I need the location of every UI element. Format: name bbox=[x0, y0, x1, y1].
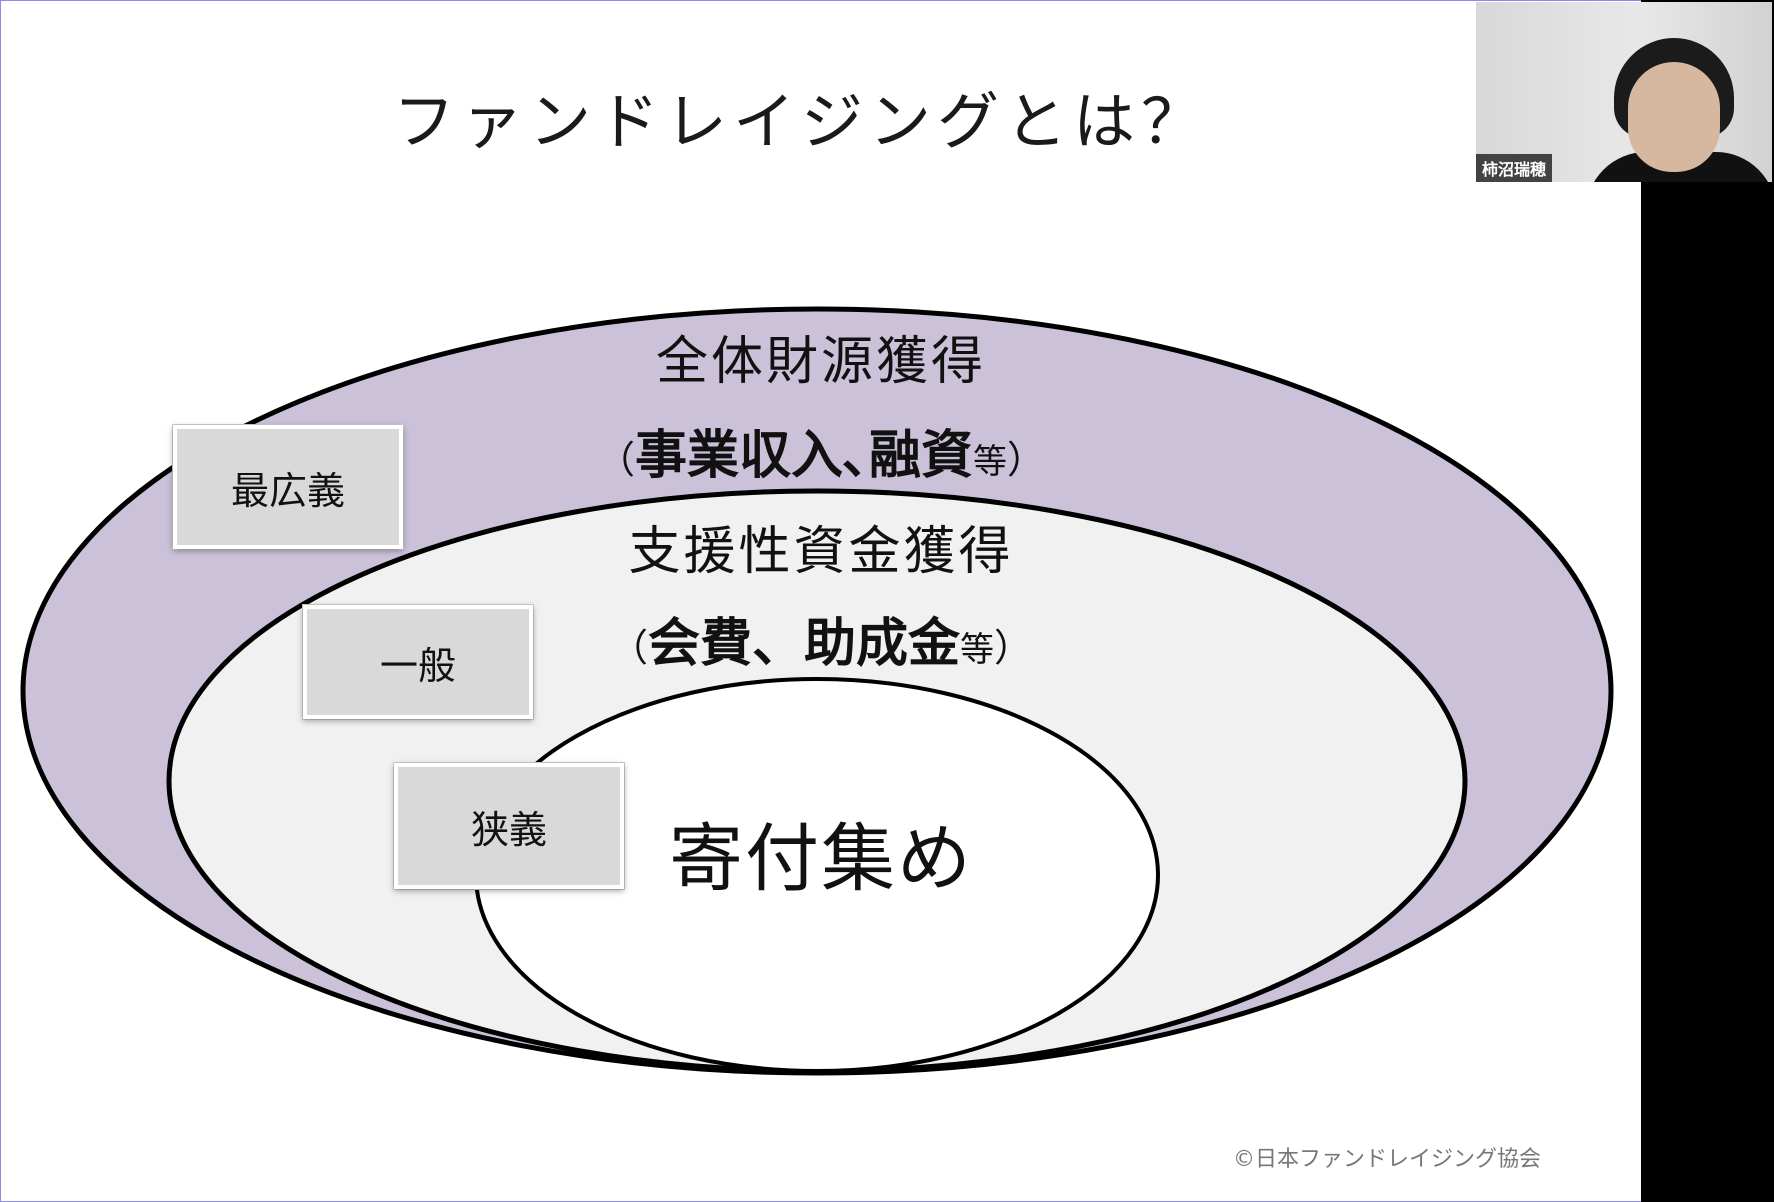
middle-open-paren: （ bbox=[609, 626, 648, 670]
presentation-slide: ファンドレイジングとは？ 全体財源獲得 （事業収入､融資等） 支援性資金獲得 （… bbox=[1, 1, 1641, 1201]
outer-open-paren: （ bbox=[596, 438, 635, 482]
tag-broadest: 最広義 bbox=[173, 425, 403, 549]
middle-label-title: 支援性資金獲得 bbox=[628, 522, 1014, 582]
outer-examples-etc: 等 bbox=[973, 442, 1007, 482]
middle-label-examples: （会費、助成金等） bbox=[581, 601, 1061, 676]
tag-general: 一般 bbox=[303, 605, 533, 719]
tag-narrow: 狭義 bbox=[394, 763, 624, 889]
outer-close-paren: ） bbox=[1007, 438, 1046, 482]
inner-label: 寄付集め bbox=[669, 816, 973, 902]
video-sidebar bbox=[1641, 0, 1774, 1202]
slide-title: ファンドレイジングとは？ bbox=[392, 85, 1209, 158]
middle-examples-etc: 等 bbox=[960, 630, 994, 670]
participant-video-tile[interactable]: 柿沼瑞穂 bbox=[1476, 2, 1772, 182]
outer-label-examples: （事業収入､融資等） bbox=[561, 413, 1081, 488]
participant-name-label: 柿沼瑞穂 bbox=[1476, 154, 1553, 182]
outer-examples-bold: 事業収入､融資 bbox=[634, 426, 973, 486]
middle-close-paren: ） bbox=[994, 626, 1033, 670]
middle-examples-bold: 会費、助成金 bbox=[647, 614, 960, 674]
copyright-text: ©日本ファンドレイジング協会 bbox=[1233, 1147, 1542, 1172]
outer-label-title: 全体財源獲得 bbox=[655, 332, 986, 392]
participant-face bbox=[1628, 62, 1720, 172]
